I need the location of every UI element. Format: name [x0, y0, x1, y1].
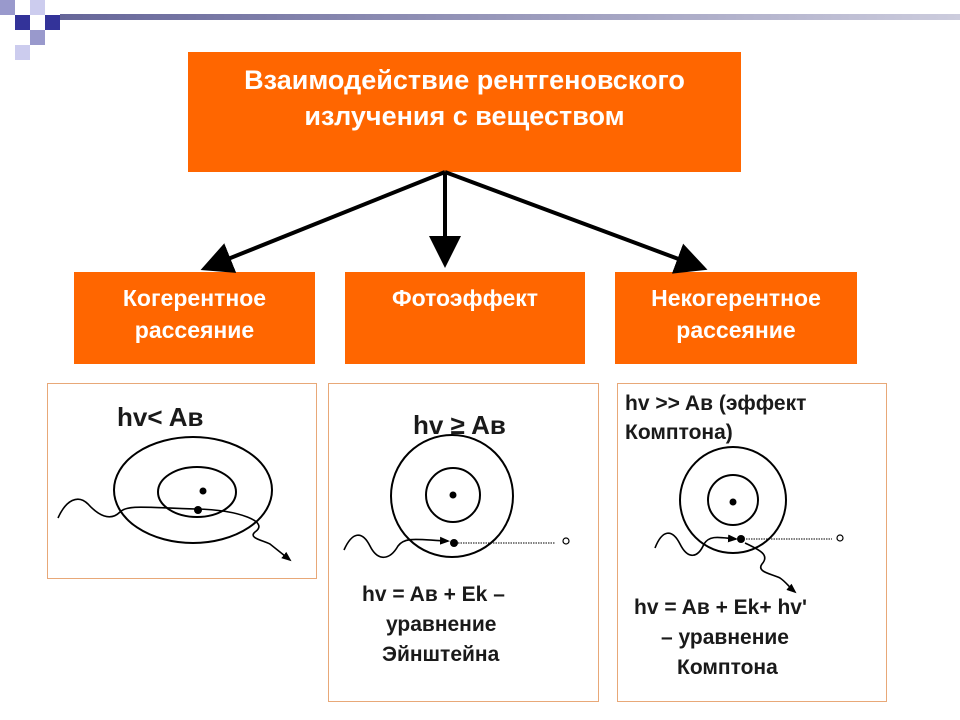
corner-decoration: [0, 0, 80, 60]
category-coherent-line-2: рассеяние: [134, 317, 255, 343]
top-rule: [60, 14, 960, 20]
photo-equation-line-1: hv = Aв + Ek –: [362, 583, 505, 606]
arrow-to-incoherent: [444, 170, 708, 274]
connector-arrows: [200, 170, 708, 274]
main-title-line-2: излучения с веществом: [304, 101, 625, 131]
electron-compton: [836, 534, 844, 542]
coherent-condition: hv< Aв: [117, 402, 204, 432]
category-incoherent-box: Некогерентное рассеяние: [615, 272, 857, 364]
photon-path-compton: [654, 532, 738, 557]
photo-equation-line-2: уравнение: [386, 613, 497, 636]
photo-equation-line-3: Эйнштейна: [382, 643, 500, 666]
category-photoeffect-line-1: Фотоэффект: [391, 285, 539, 311]
atom-compton: [679, 446, 787, 554]
atom-photoeffect: [390, 434, 514, 558]
electron-photoeffect: [562, 537, 570, 545]
category-incoherent-line-1: Некогерентное: [651, 285, 821, 311]
atom-coherent: [113, 436, 273, 544]
compton-condition-line-1: hv >> Aв (эффект: [625, 392, 807, 415]
main-title-box: Взаимодействие рентгеновского излучения …: [188, 52, 741, 172]
compton-equation-line-1: hv = Aв + Ek+ hv': [634, 596, 807, 619]
category-coherent-line-1: Когерентное: [122, 285, 267, 311]
main-title-line-1: Взаимодействие рентгеновского: [244, 65, 685, 95]
arrow-to-coherent: [200, 170, 446, 273]
photon-path-photoeffect: [343, 534, 450, 559]
photon-path-coherent: [57, 498, 292, 562]
compton-equation-line-3: Комптона: [677, 656, 778, 679]
category-coherent-box: Когерентное рассеяние: [74, 272, 315, 364]
category-incoherent-line-2: рассеяние: [676, 317, 796, 343]
category-photoeffect-box: Фотоэффект: [345, 272, 585, 364]
compton-condition-line-2: Комптона): [625, 421, 733, 444]
scattered-photon-compton: [744, 542, 797, 594]
panel-compton: [617, 383, 887, 702]
compton-equation-line-2: – уравнение: [661, 626, 789, 649]
